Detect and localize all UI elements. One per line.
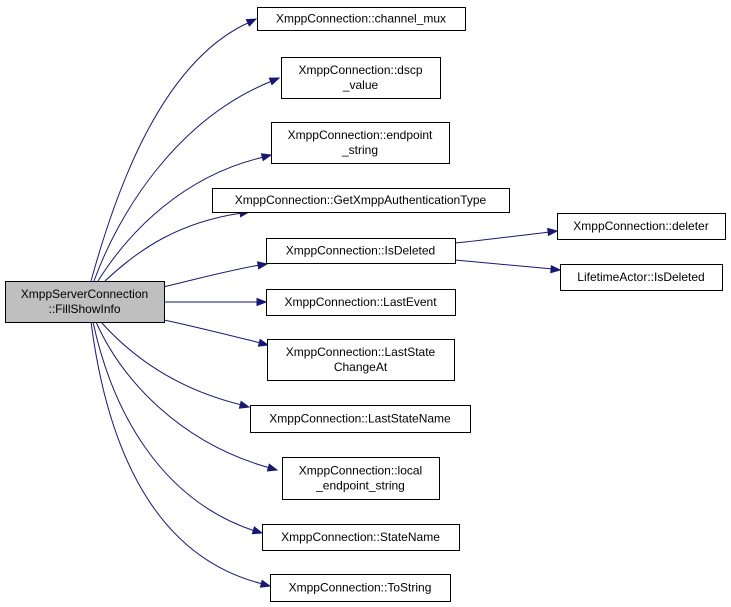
node-box — [5, 281, 165, 323]
nodes-layer: XmppServerConnection::FillShowInfoXmppCo… — [5, 7, 726, 602]
node-to-string[interactable]: XmppConnection::ToString — [270, 574, 451, 602]
arrowhead-icon — [251, 526, 264, 535]
node-box — [281, 57, 441, 99]
node-dscp-value[interactable]: XmppConnection::dscp_value — [281, 57, 441, 99]
arrowhead-icon — [259, 579, 272, 588]
node-is-deleted[interactable]: XmppConnection::IsDeleted — [266, 238, 456, 264]
node-label-line: XmppServerConnection — [21, 287, 148, 301]
edge-root-to-state-name — [92, 321, 264, 535]
arrowhead-icon — [266, 463, 279, 472]
arrowhead-icon — [238, 400, 251, 409]
node-box — [560, 264, 723, 291]
node-box — [270, 574, 451, 602]
node-box — [266, 238, 456, 264]
node-box — [271, 122, 450, 164]
node-label-line: XmppConnection::ToString — [289, 581, 432, 595]
arrowhead-icon — [256, 297, 268, 307]
arrowhead-icon — [547, 227, 559, 237]
node-channel-mux[interactable]: XmppConnection::channel_mux — [257, 7, 466, 31]
node-label-line: XmppConnection::endpoint — [288, 128, 433, 142]
edge-root-to-channel-mux — [90, 18, 258, 282]
node-root[interactable]: XmppServerConnection::FillShowInfo — [5, 281, 165, 323]
edge-line — [163, 319, 262, 344]
node-label-line: XmppConnection::LastEvent — [284, 295, 437, 309]
node-box — [212, 188, 510, 213]
edge-line — [97, 156, 265, 282]
node-label-line: XmppConnection::local — [299, 464, 422, 478]
edge-root-to-is-deleted — [162, 261, 269, 288]
edge-root-to-endpoint-string — [97, 153, 273, 282]
edge-line — [90, 21, 251, 282]
node-label-line: ChangeAt — [334, 360, 388, 374]
edge-is-deleted-to-lifetime-is-deleted — [454, 259, 562, 274]
edge-line — [454, 259, 554, 270]
node-label-line: _endpoint_string — [315, 479, 405, 493]
arrowhead-icon — [260, 153, 273, 162]
node-label-line: XmppConnection::GetXmppAuthenticationTyp… — [235, 193, 487, 207]
node-endpoint-string[interactable]: XmppConnection::endpoint_string — [271, 122, 450, 164]
edge-root-to-last-state-name — [100, 321, 251, 409]
arrowhead-icon — [256, 261, 269, 270]
arrowhead-icon — [268, 77, 281, 86]
edge-line — [162, 264, 261, 288]
edge-line — [95, 321, 271, 469]
arrowhead-icon — [245, 18, 258, 27]
edge-root-to-to-string — [90, 321, 272, 588]
node-label-line: _value — [342, 78, 379, 92]
edge-line — [104, 212, 243, 282]
edge-is-deleted-to-deleter — [454, 227, 559, 244]
node-label-line: XmppConnection::LastStateName — [269, 412, 451, 426]
node-state-name[interactable]: XmppConnection::StateName — [262, 524, 460, 551]
edge-root-to-local-endpoint-string — [95, 321, 279, 472]
edge-line — [90, 321, 264, 585]
edge-line — [454, 231, 551, 244]
edge-line — [93, 80, 273, 282]
node-lifetime-is-deleted[interactable]: LifetimeActor::IsDeleted — [560, 264, 723, 291]
node-box — [250, 405, 471, 433]
node-label-line: XmppConnection::StateName — [281, 530, 440, 544]
edge-root-to-get-auth-type — [104, 209, 251, 282]
node-label-line: LifetimeActor::IsDeleted — [577, 270, 704, 284]
edge-line — [92, 321, 256, 532]
node-box — [257, 7, 466, 31]
edge-root-to-dscp-value — [93, 77, 281, 282]
arrowhead-icon — [550, 264, 562, 274]
node-label-line: XmppConnection::deleter — [573, 219, 708, 233]
node-box — [557, 213, 726, 240]
node-box — [267, 339, 455, 381]
node-box — [282, 457, 440, 500]
node-last-event[interactable]: XmppConnection::LastEvent — [266, 289, 456, 316]
edge-line — [100, 321, 243, 406]
node-label-line: _string — [341, 143, 378, 157]
node-box — [262, 524, 460, 551]
node-label-line: ::FillShowInfo — [48, 302, 120, 316]
node-label-line: XmppConnection::IsDeleted — [286, 244, 435, 258]
node-last-state-name[interactable]: XmppConnection::LastStateName — [250, 405, 471, 433]
node-label-line: XmppConnection::LastState — [286, 345, 436, 359]
edge-root-to-last-state-change-at — [163, 319, 270, 347]
node-get-auth-type[interactable]: XmppConnection::GetXmppAuthenticationTyp… — [212, 188, 510, 213]
node-label-line: XmppConnection::channel_mux — [276, 12, 446, 26]
arrowhead-icon — [257, 338, 270, 347]
node-box — [266, 289, 456, 316]
edge-root-to-last-event — [164, 297, 268, 307]
node-deleter[interactable]: XmppConnection::deleter — [557, 213, 726, 240]
node-local-endpoint-string[interactable]: XmppConnection::local_endpoint_string — [282, 457, 440, 500]
node-label-line: XmppConnection::dscp — [298, 63, 422, 77]
